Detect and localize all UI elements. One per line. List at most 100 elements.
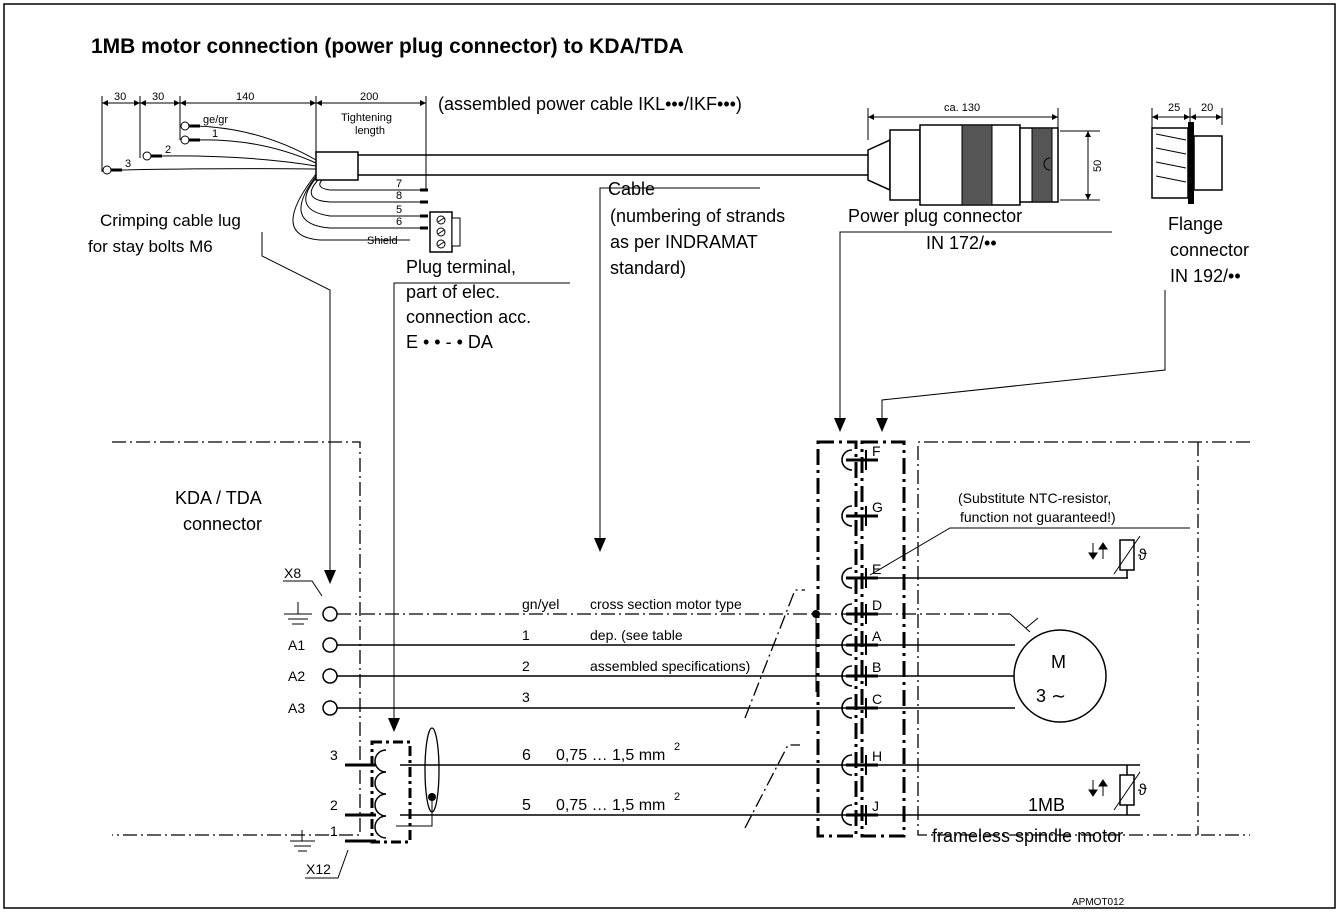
thermistor-lower	[878, 764, 1141, 816]
power-plug-frame	[816, 440, 858, 838]
x12-pin-2: 2	[330, 797, 338, 813]
drawing-frame	[3, 3, 1336, 909]
ground-symbol-x12	[290, 830, 315, 852]
motor-symbol	[878, 613, 1107, 723]
pin-socket	[841, 665, 853, 687]
ntc-note-1: (Substitute NTC-resistor,	[958, 490, 1111, 506]
tightening-line-2: length	[355, 125, 385, 137]
pin-socket	[841, 603, 853, 625]
pin-label: J	[872, 798, 879, 814]
motor-m: M	[1051, 652, 1066, 672]
plug-terminal-4: E • • - • DA	[406, 332, 493, 352]
flange-frame	[860, 440, 906, 838]
theta-upper: ϑ	[1138, 547, 1147, 564]
wire-5: 5	[396, 204, 402, 216]
wire-5-sup: 2	[674, 791, 680, 803]
wire-gegr: ge/gr	[203, 114, 228, 126]
pin-socket	[841, 804, 853, 826]
cable-label-3: as per INDRAMAT	[610, 232, 758, 252]
x8-label: X8	[284, 565, 301, 581]
pin-label: G	[872, 499, 883, 515]
crimp-label-2: for stay bolts M6	[88, 237, 213, 256]
wire-shield: Shield	[367, 235, 398, 247]
x12-sockets	[345, 749, 387, 843]
dim-ca130: ca. 130	[944, 102, 980, 114]
wire-6-section: 0,75 … 1,5 mm	[556, 747, 665, 764]
pin-label: D	[872, 597, 882, 613]
pin-socket	[841, 449, 853, 471]
dim-20: 20	[1201, 102, 1213, 114]
dim-30a: 30	[114, 91, 126, 103]
wire-1: 1	[212, 128, 218, 140]
power-plug-label-2: IN 172/••	[926, 233, 997, 253]
theta-lower: ϑ	[1138, 782, 1147, 799]
wire-7: 7	[396, 178, 402, 190]
flange-label-2: connector	[1170, 240, 1249, 260]
wire-1-label: 1	[522, 627, 530, 643]
motor-phase: 3 ∼	[1036, 686, 1066, 706]
ground-symbol-x8	[284, 602, 312, 625]
drawing-id: APMOT012	[1072, 897, 1125, 908]
leader-lines	[261, 187, 1166, 732]
wire-3: 3	[125, 158, 131, 170]
terminal-a3-label: A3	[288, 700, 305, 716]
terminal-a2-label: A2	[288, 668, 305, 684]
pin-label: C	[872, 691, 882, 707]
wire-2: 2	[165, 144, 171, 156]
pin-label: F	[872, 443, 881, 459]
wire-5-label: 5	[522, 797, 531, 814]
crimp-label-1: Crimping cable lug	[100, 211, 241, 230]
wire-2-label: 2	[522, 658, 530, 674]
kda-label-1: KDA / TDA	[175, 488, 262, 508]
ntc-note-2: function not guaranteed!)	[960, 509, 1116, 525]
wire-6-label: 6	[522, 747, 531, 764]
dim-25: 25	[1168, 102, 1180, 114]
pin-label: E	[872, 561, 881, 577]
thermistor-upper	[878, 535, 1141, 579]
cable-drawing	[102, 121, 1223, 253]
wire-3-label: 3	[522, 689, 530, 705]
dimension-lines	[101, 96, 1223, 201]
dep-table-label: dep. (see table	[590, 627, 683, 643]
dim-30b: 30	[152, 91, 164, 103]
plug-terminal-2: part of elec.	[406, 282, 500, 302]
page-title: 1MB motor connection (power plug connect…	[91, 35, 684, 58]
schematic-frames	[112, 441, 1250, 836]
flange-label-1: Flange	[1168, 214, 1223, 234]
flange-label-3: IN 192/••	[1170, 266, 1241, 286]
pin-socket	[841, 567, 853, 589]
terminal-pe	[322, 606, 338, 622]
dim-200: 200	[360, 91, 378, 103]
pin-socket	[841, 697, 853, 719]
wire-8: 8	[396, 190, 402, 202]
cable-label-1: Cable	[608, 179, 655, 199]
pin-label: H	[872, 748, 882, 764]
pin-socket	[841, 505, 853, 527]
x12-pin-1: 1	[330, 823, 338, 839]
cable-label-2: (numbering of strands	[610, 206, 785, 226]
terminal-a1	[322, 637, 338, 653]
pin-socket	[841, 634, 853, 656]
wire-6-sup: 2	[674, 741, 680, 753]
terminal-a2	[322, 668, 338, 684]
pin-label: B	[872, 659, 881, 675]
wire-gnyel-label: gn/yel	[522, 596, 559, 612]
plug-terminal-3: connection acc.	[406, 307, 531, 327]
pin-socket	[841, 754, 853, 776]
assembled-spec-label: assembled specifications)	[590, 658, 750, 674]
plug-terminal-1: Plug terminal,	[406, 257, 516, 277]
tightening-line-1: Tightening	[341, 112, 392, 124]
terminal-a1-label: A1	[288, 637, 305, 653]
x12-pin-3: 3	[330, 747, 338, 763]
x12-terminal-frame	[370, 740, 412, 844]
x12-label: X12	[306, 861, 331, 877]
wire-6: 6	[396, 216, 402, 228]
terminal-a3	[322, 700, 338, 716]
motor-label-1: 1MB	[1028, 795, 1065, 815]
wires	[337, 589, 870, 829]
kda-label-2: connector	[183, 514, 262, 534]
wire-5-section: 0,75 … 1,5 mm	[556, 797, 665, 814]
power-plug-label-1: Power plug connector	[848, 206, 1022, 226]
